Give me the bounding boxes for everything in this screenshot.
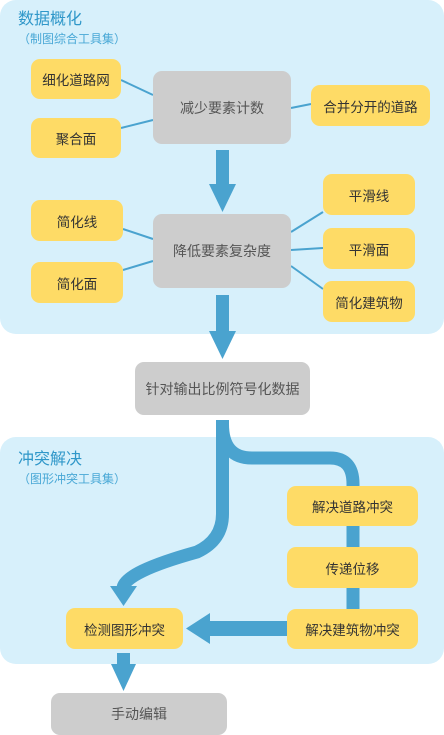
flow-symbolize-to-conflict: [216, 423, 360, 610]
arrow-detect-to-manual: [111, 653, 136, 691]
link-refine-roads: [120, 79, 154, 96]
flow-symbolize-to-detect: [116, 420, 229, 591]
arrow-building-to-detect: [186, 613, 287, 644]
node-simplify-line[interactable]: 简化线: [31, 200, 123, 241]
node-simplify-polygon[interactable]: 简化面: [31, 262, 123, 303]
link-simplify-line: [122, 228, 154, 240]
generalization-subtitle: （制图综合工具集）: [18, 32, 127, 46]
link-simplify-building: [290, 265, 324, 290]
arrow-reduce-to-complexity: [209, 150, 236, 212]
node-symbolize-output-scale[interactable]: 针对输出比例符号化数据: [135, 362, 310, 415]
node-reduce-feature-count[interactable]: 减少要素计数: [153, 71, 291, 144]
node-smooth-line[interactable]: 平滑线: [323, 174, 415, 215]
link-simplify-polygon: [122, 260, 154, 271]
arrow-complexity-to-symbolize: [209, 295, 236, 359]
link-aggregate: [120, 119, 154, 129]
node-propagate-displacement[interactable]: 传递位移: [287, 547, 418, 588]
node-lower-feature-complexity[interactable]: 降低要素复杂度: [153, 214, 291, 288]
node-detect-graphic-conflict[interactable]: 检测图形冲突: [66, 608, 183, 649]
link-merge-roads: [290, 103, 312, 109]
node-merge-divided-roads[interactable]: 合并分开的道路: [311, 85, 430, 126]
node-aggregate-polygons[interactable]: 聚合面: [31, 118, 121, 158]
conflict-title: 冲突解决: [18, 449, 83, 468]
node-refine-road-network[interactable]: 细化道路网: [31, 59, 121, 99]
arrow-head-to-detect: [110, 586, 137, 606]
node-simplify-building[interactable]: 简化建筑物: [323, 281, 415, 322]
node-smooth-polygon[interactable]: 平滑面: [323, 228, 415, 269]
node-resolve-building-conflicts[interactable]: 解决建筑物冲突: [287, 609, 418, 649]
node-manual-edit[interactable]: 手动编辑: [51, 693, 227, 735]
link-smooth-line: [290, 211, 324, 233]
conflict-subtitle: （图形冲突工具集）: [18, 472, 127, 486]
generalization-title: 数据概化: [18, 9, 83, 28]
link-smooth-polygon: [290, 247, 324, 251]
node-resolve-road-conflicts[interactable]: 解决道路冲突: [287, 486, 418, 526]
